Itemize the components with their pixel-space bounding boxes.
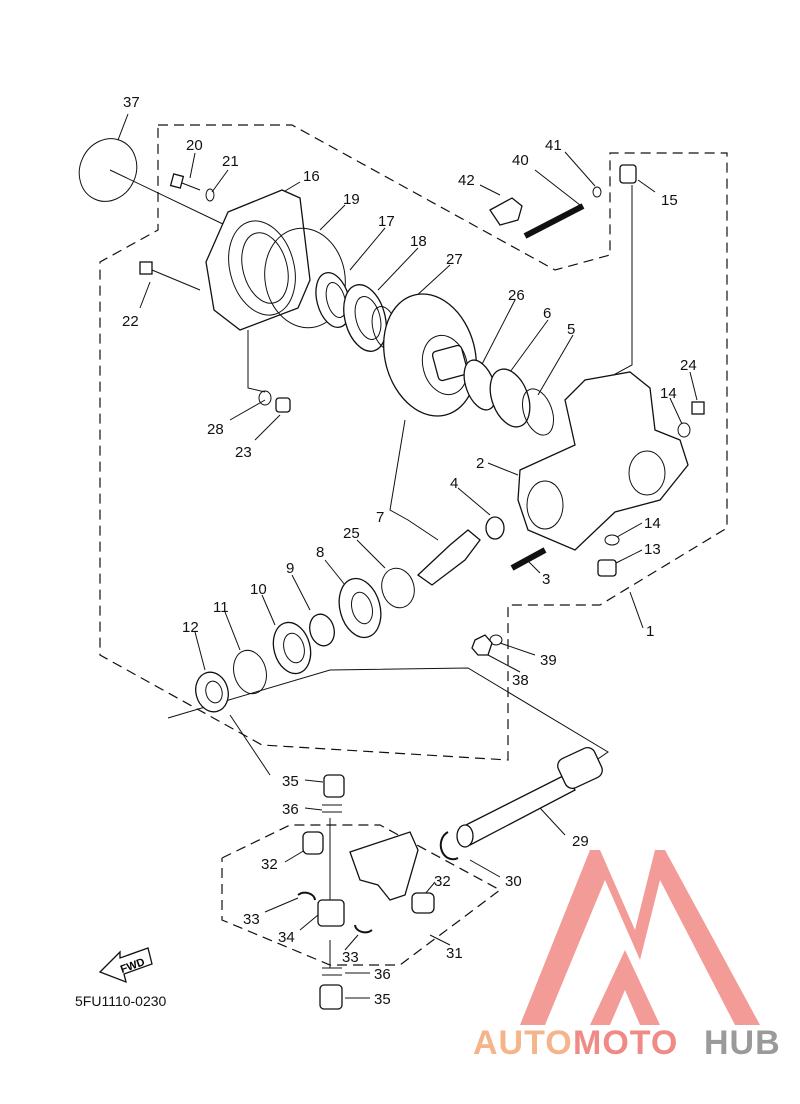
watermark-text: AUTO MOTO HUB bbox=[473, 1024, 781, 1062]
callout-30: 30 bbox=[505, 873, 522, 890]
callout-2: 2 bbox=[476, 455, 484, 472]
callout-38: 38 bbox=[512, 672, 529, 689]
callout-19: 19 bbox=[343, 191, 360, 208]
watermark-hub: HUB bbox=[704, 1024, 781, 1062]
callout-14a: 14 bbox=[644, 515, 661, 532]
callout-40: 40 bbox=[512, 152, 529, 169]
callout-20: 20 bbox=[186, 137, 203, 154]
assembly-boundary-joint bbox=[221, 824, 502, 966]
callout-24: 24 bbox=[680, 357, 697, 374]
watermark-logo bbox=[520, 850, 760, 1025]
callout-32a: 32 bbox=[261, 856, 278, 873]
callout-22: 22 bbox=[122, 313, 139, 330]
assembly-boundary-main bbox=[99, 124, 728, 761]
watermark-auto: AUTO bbox=[473, 1024, 573, 1062]
callout-9: 9 bbox=[286, 560, 294, 577]
diagram-code: 5FU1110-0230 bbox=[75, 993, 167, 1009]
callout-6: 6 bbox=[543, 305, 551, 322]
callout-31: 31 bbox=[446, 945, 463, 962]
callout-36b: 36 bbox=[374, 966, 391, 983]
callout-29: 29 bbox=[572, 833, 589, 850]
callout-39: 39 bbox=[540, 652, 557, 669]
parts-artwork bbox=[78, 138, 705, 1010]
callout-8: 8 bbox=[316, 544, 324, 561]
callout-35b: 35 bbox=[374, 991, 391, 1008]
callout-26: 26 bbox=[508, 287, 525, 304]
callout-34: 34 bbox=[278, 929, 295, 946]
callout-33b: 33 bbox=[342, 949, 359, 966]
callout-33a: 33 bbox=[243, 911, 260, 928]
callout-3: 3 bbox=[542, 571, 550, 588]
callout-21: 21 bbox=[222, 153, 239, 170]
logo-inner-icon bbox=[590, 950, 660, 1025]
logo-triangle-icon bbox=[520, 850, 760, 1025]
callout-13: 13 bbox=[644, 541, 661, 558]
callout-27: 27 bbox=[446, 251, 463, 268]
callout-25: 25 bbox=[343, 525, 360, 542]
callout-28: 28 bbox=[207, 421, 224, 438]
callout-37: 37 bbox=[123, 94, 140, 111]
callout-11: 11 bbox=[213, 599, 229, 616]
callout-17: 17 bbox=[378, 213, 395, 230]
callout-4: 4 bbox=[450, 475, 458, 492]
callout-12: 12 bbox=[182, 619, 199, 636]
callout-7: 7 bbox=[376, 509, 384, 526]
watermark-moto: MOTO bbox=[573, 1024, 678, 1062]
callout-42: 42 bbox=[458, 172, 475, 189]
callout-18: 18 bbox=[410, 233, 427, 250]
callout-35a: 35 bbox=[282, 773, 299, 790]
callout-36a: 36 bbox=[282, 801, 299, 818]
callout-1: 1 bbox=[646, 623, 654, 640]
callout-14b: 14 bbox=[660, 385, 677, 402]
callout-16: 16 bbox=[303, 168, 320, 185]
callout-32b: 32 bbox=[434, 873, 451, 890]
callout-41: 41 bbox=[545, 137, 562, 154]
callout-labels: 1 2 3 4 5 6 7 8 9 10 11 12 13 14 14 15 1… bbox=[122, 94, 697, 1008]
callout-10: 10 bbox=[250, 581, 267, 598]
callout-5: 5 bbox=[567, 321, 575, 338]
callout-15: 15 bbox=[661, 192, 678, 209]
callout-23: 23 bbox=[235, 444, 252, 461]
